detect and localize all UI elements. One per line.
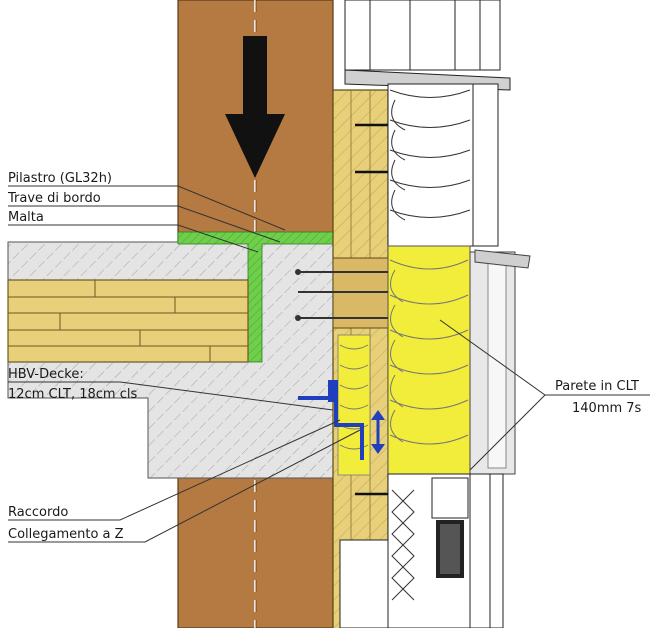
fastener-screws <box>295 123 388 496</box>
leader-lines <box>8 185 650 543</box>
clt-floor-panel <box>7 279 249 363</box>
double-arrow-icon <box>371 410 385 454</box>
facade-insulation <box>337 245 471 476</box>
down-arrow-icon <box>225 36 285 178</box>
label-pilastro: Pilastro (GL32h) <box>8 171 112 186</box>
label-collegamento: Collegamento a Z <box>8 527 124 542</box>
drawing-labels: Pilastro (GL32h) Trave di bordo Malta HB… <box>7 171 642 542</box>
label-parete-line1: Parete in CLT <box>555 379 639 394</box>
z-connector <box>298 380 364 460</box>
label-trave: Trave di bordo <box>7 191 101 206</box>
lower-window-frame <box>339 473 504 629</box>
label-parete-line2: 140mm 7s <box>572 401 642 416</box>
label-hbv-line1: HBV-Decke: <box>8 367 84 382</box>
label-raccordo: Raccordo <box>8 505 68 520</box>
cladding-panel <box>469 249 531 475</box>
upper-window-frame <box>344 0 511 91</box>
upper-insulation <box>387 83 499 247</box>
label-malta: Malta <box>8 210 44 225</box>
label-hbv-line2: 12cm CLT, 18cm cls <box>8 387 137 402</box>
